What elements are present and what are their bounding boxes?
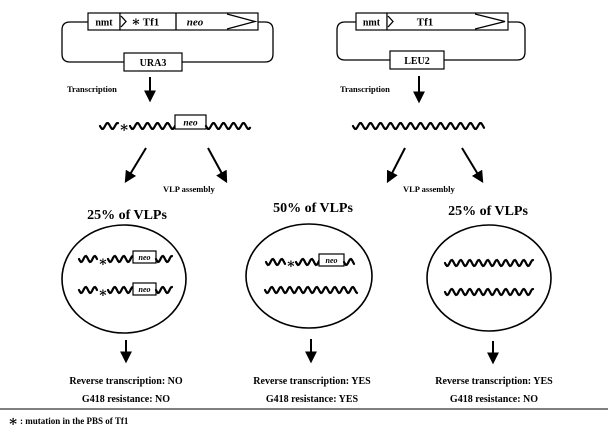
mutant-neo-rna: ∗ neo	[77, 250, 174, 270]
neo-box	[174, 114, 207, 130]
neo-box	[318, 253, 345, 267]
ltr-triangle-icon	[474, 13, 506, 30]
tf1-box-left	[119, 12, 259, 31]
g418-result: G418 resistance: YES	[266, 394, 359, 405]
tf1-label: Tf1	[143, 17, 160, 29]
vlp-circle	[245, 223, 373, 329]
rna-wave	[77, 285, 99, 295]
transcription-label: Transcription	[67, 84, 117, 94]
rna-wave	[342, 257, 356, 267]
transcription-label: Transcription	[340, 84, 390, 94]
vlp-percent-label: 50% of VLPs	[273, 201, 353, 216]
rna-wave	[263, 285, 359, 295]
rna-wave	[294, 257, 321, 267]
rna-wave	[264, 257, 287, 267]
rna-wave	[443, 258, 535, 268]
rna-wave	[128, 122, 177, 130]
g418-result: G418 resistance: NO	[450, 394, 538, 405]
neo-label: neo	[139, 285, 151, 294]
neo-label: neo	[326, 256, 338, 265]
arrow	[124, 147, 147, 184]
rna-wave	[443, 287, 535, 297]
tf1-box-right	[386, 12, 509, 31]
promoter-label: nmt	[95, 18, 113, 29]
rna-wave	[204, 122, 252, 130]
wildtype-rna	[443, 287, 535, 297]
neo-label: neo	[187, 17, 204, 29]
rna-wave	[77, 254, 99, 264]
selection-marker-label: LEU2	[404, 56, 430, 67]
ltr-triangle-icon	[120, 15, 127, 28]
vlp-circle	[61, 224, 187, 334]
plasmid-leu2: nmt Tf1 LEU2	[336, 12, 526, 70]
footnote-symbol: ∗	[8, 414, 18, 430]
vlp-percent-label: 25% of VLPs	[87, 208, 167, 223]
g418-result: G418 resistance: NO	[82, 394, 170, 405]
mutation-asterisk: ∗	[98, 286, 108, 301]
rna-wave	[106, 254, 135, 264]
reverse-transcription-result: Reverse transcription: NO	[69, 376, 183, 387]
footnote-text: : mutation in the PBS of Tf1	[20, 416, 129, 426]
promoter-label: nmt	[363, 18, 381, 29]
reverse-transcription-result: Reverse transcription: YES	[253, 376, 371, 387]
leu2-box	[389, 50, 445, 70]
vlp-circle	[426, 224, 552, 332]
wildtype-rna	[443, 258, 535, 268]
rna-wave	[351, 122, 486, 130]
arrow	[386, 147, 406, 184]
rna-wave	[106, 285, 135, 295]
mutant-neo-rna: ∗ neo	[77, 282, 174, 301]
neo-label: neo	[139, 253, 151, 262]
wildtype-rna	[351, 122, 486, 130]
ltr-triangle-icon	[226, 13, 258, 30]
tf1-label: Tf1	[417, 17, 434, 29]
neo-label: neo	[183, 119, 198, 129]
mutation-asterisk: ∗	[98, 255, 108, 270]
vlp-assembly-label: VLP assembly	[163, 184, 215, 194]
mutation-asterisk: ∗	[119, 120, 129, 136]
arrow	[461, 147, 484, 184]
mutation-asterisk: ∗	[131, 15, 141, 30]
vlp-assembly-label: VLP assembly	[403, 184, 455, 194]
mutation-asterisk: ∗	[286, 257, 296, 272]
rna-wave	[154, 285, 174, 295]
selection-marker-label: URA3	[140, 58, 167, 69]
neo-box	[132, 250, 157, 264]
reverse-transcription-result: Reverse transcription: YES	[435, 376, 553, 387]
rna-wave	[98, 122, 120, 130]
ura3-box	[123, 52, 183, 72]
mutant-neo-rna: ∗ neo	[264, 253, 356, 272]
arrow	[207, 147, 228, 184]
rna-wave	[154, 254, 174, 264]
plasmid-ura3: nmt ∗ Tf1 neo URA3	[61, 12, 274, 72]
vlp-percent-label: 25% of VLPs	[448, 204, 528, 219]
ltr-triangle-icon	[387, 15, 394, 28]
mutant-neo-rna: ∗ neo	[98, 114, 252, 136]
wildtype-rna	[263, 285, 359, 295]
